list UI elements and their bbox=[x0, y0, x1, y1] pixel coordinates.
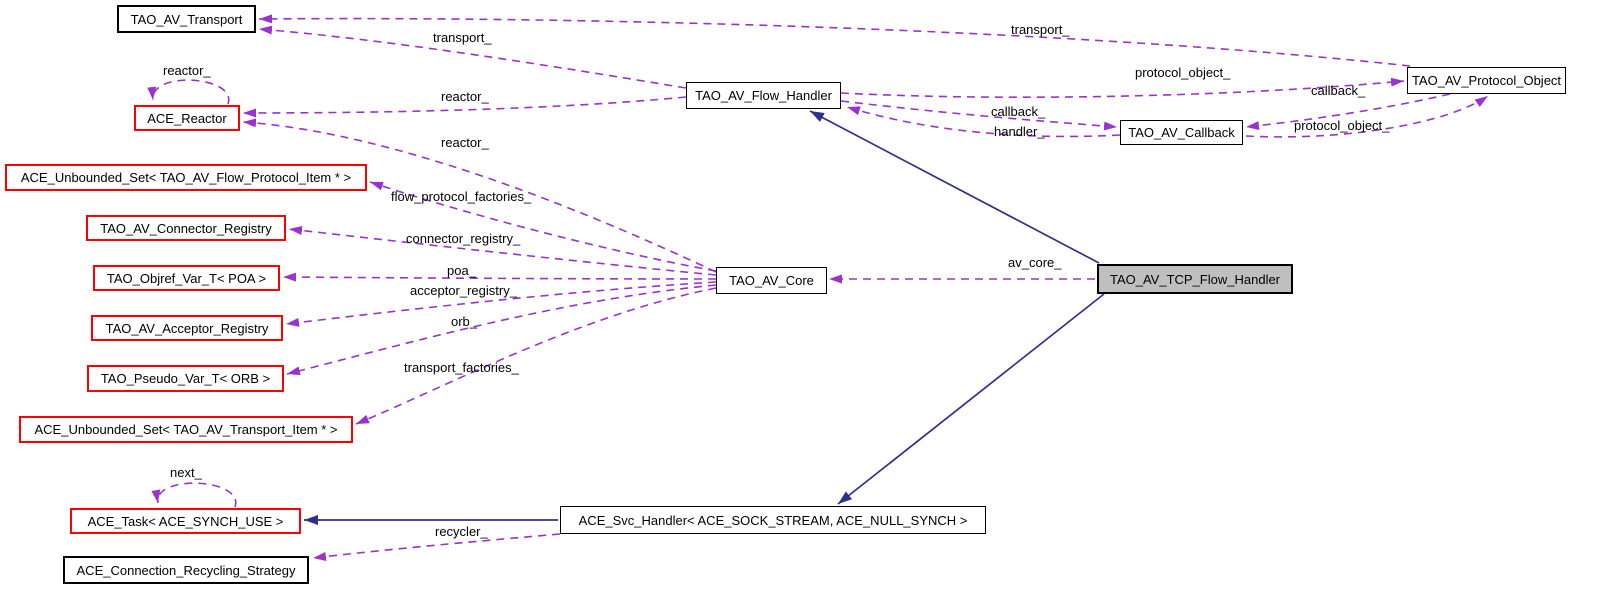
edge-label-handler: handler_ bbox=[994, 124, 1045, 139]
edge-label-transport-left: transport_ bbox=[433, 30, 492, 45]
edge-label-poa: poa_ bbox=[447, 263, 476, 278]
class-node-tao-av-protocol-object[interactable]: TAO_AV_Protocol_Object bbox=[1407, 67, 1566, 94]
edge-flow_handler-callback bbox=[840, 100, 1118, 131]
class-node-tao-av-connector-registry[interactable]: TAO_AV_Connector_Registry bbox=[86, 215, 286, 241]
class-node-tao-av-flow-handler[interactable]: TAO_AV_Flow_Handler bbox=[686, 82, 841, 109]
edge-label-connector-registry: connector_registry_ bbox=[406, 231, 521, 246]
edge-av_core-reactor bbox=[242, 118, 717, 273]
edge-callback-flow_handler bbox=[846, 106, 1121, 138]
edge-label-callback-right: callback_ bbox=[1311, 83, 1366, 98]
class-node-ace-task-ace-synch-use[interactable]: ACE_Task< ACE_SYNCH_USE > bbox=[70, 508, 301, 534]
class-node-ace-connection-recycling-strategy[interactable]: ACE_Connection_Recycling_Strategy bbox=[63, 556, 309, 584]
class-node-tao-av-transport[interactable]: TAO_AV_Transport bbox=[117, 5, 256, 33]
edge-label-transport-factories: transport_factories_ bbox=[404, 360, 519, 375]
edge-protocol_object-transport bbox=[258, 14, 1411, 67]
class-node-tao-av-callback[interactable]: TAO_AV_Callback bbox=[1120, 120, 1243, 145]
edge-label-reactor-self: reactor_ bbox=[163, 63, 211, 78]
edge-label-reactor-flow-handler: reactor_ bbox=[441, 89, 489, 104]
edge-reactor-self-loop bbox=[147, 79, 230, 105]
edge-label-acceptor-registry: acceptor_registry_ bbox=[410, 283, 517, 298]
edge-ace_task-self-loop bbox=[151, 482, 237, 508]
edge-label-protocol-object-low: protocol_object_ bbox=[1294, 118, 1390, 133]
class-node-ace-reactor[interactable]: ACE_Reactor bbox=[134, 105, 240, 131]
edge-av_core-pseudo_var_orb bbox=[286, 284, 717, 376]
class-node-tao-av-tcp-flow-handler-main: TAO_AV_TCP_Flow_Handler bbox=[1097, 264, 1293, 294]
edge-label-callback-left: callback_ bbox=[991, 104, 1046, 119]
edge-label-av-core: av_core_ bbox=[1008, 255, 1062, 270]
edge-protocol_object-callback bbox=[1245, 93, 1451, 131]
class-node-tao-av-acceptor-registry[interactable]: TAO_AV_Acceptor_Registry bbox=[91, 315, 283, 341]
edge-av_core-objref_var_poa bbox=[282, 272, 717, 282]
edge-svc_handler-recycling bbox=[312, 533, 561, 561]
edge-av_core-connector_registry bbox=[288, 226, 717, 276]
edge-tcp_flow_handler-flow_handler-inherit bbox=[809, 110, 1100, 264]
edge-label-protocol-object-top: protocol_object_ bbox=[1135, 65, 1231, 80]
edge-label-recycler: recycler_ bbox=[435, 524, 488, 539]
edge-tcp_flow_handler-svc_handler-inherit bbox=[837, 293, 1105, 505]
edge-av_core-flow_protocol_set bbox=[369, 181, 717, 272]
class-node-tao-av-core[interactable]: TAO_AV_Core bbox=[716, 267, 827, 294]
class-node-tao-pseudo-var-t-orb[interactable]: TAO_Pseudo_Var_T< ORB > bbox=[87, 365, 284, 392]
edge-callback-protocol_object bbox=[1245, 95, 1489, 138]
edge-label-orb: orb_ bbox=[451, 314, 478, 329]
class-node-tao-objref-var-t-poa[interactable]: TAO_Objref_Var_T< POA > bbox=[93, 265, 280, 291]
edge-label-next: next_ bbox=[170, 465, 202, 480]
edge-av_core-acceptor_registry bbox=[285, 281, 717, 327]
edge-av_core-transport_set bbox=[355, 287, 717, 425]
edge-flow_handler-reactor bbox=[242, 96, 687, 118]
class-node-ace-unbounded-set-transport-item[interactable]: ACE_Unbounded_Set< TAO_AV_Transport_Item… bbox=[19, 416, 353, 443]
edge-label-reactor-core: reactor_ bbox=[441, 135, 489, 150]
class-node-ace-svc-handler[interactable]: ACE_Svc_Handler< ACE_SOCK_STREAM, ACE_NU… bbox=[560, 506, 986, 534]
edge-flow_handler-protocol_object bbox=[840, 77, 1405, 99]
edge-label-flow-protocol-factories: flow_protocol_factories_ bbox=[391, 189, 532, 204]
edge-label-transport-right: transport_ bbox=[1011, 22, 1070, 37]
edge-flow_handler-transport bbox=[258, 25, 687, 89]
class-node-ace-unbounded-set-flow-protocol-item[interactable]: ACE_Unbounded_Set< TAO_AV_Flow_Protocol_… bbox=[5, 164, 367, 191]
